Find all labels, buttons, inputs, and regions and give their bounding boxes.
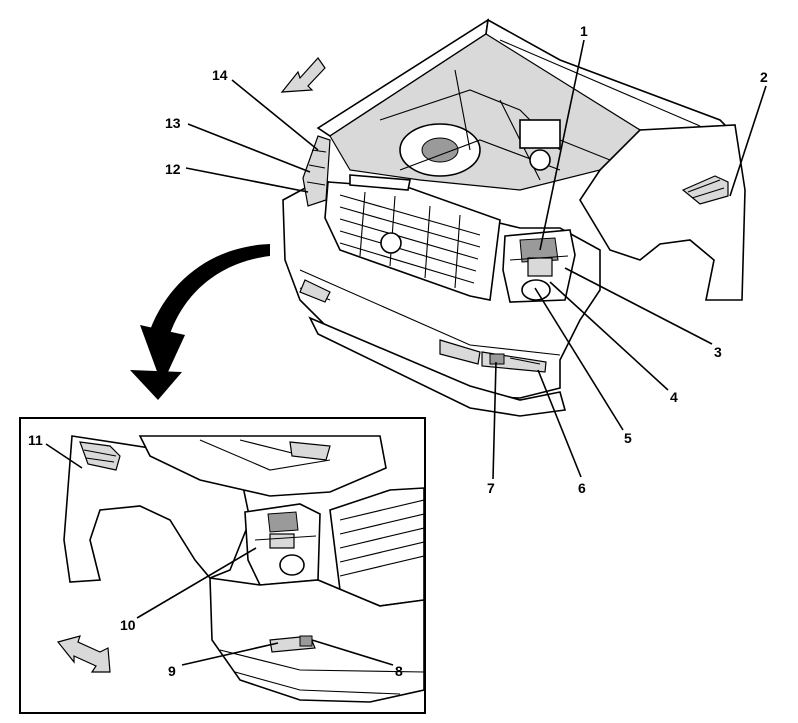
callout-2: 2	[760, 69, 768, 85]
front-direction-arrow	[280, 57, 326, 93]
callout-4: 4	[670, 389, 678, 405]
callout-6: 6	[578, 480, 586, 496]
grille	[324, 174, 501, 301]
leader-13	[187, 123, 311, 173]
leader-5	[534, 287, 624, 431]
right-headlamp-assembly	[502, 229, 576, 303]
right-fog-lamp	[481, 351, 547, 373]
leader-7	[492, 361, 497, 480]
leader-14	[231, 79, 319, 151]
callout-11: 11	[28, 432, 43, 448]
engine-bay	[329, 33, 641, 191]
right-fender	[579, 124, 746, 301]
leader-1	[539, 39, 585, 251]
callout-5: 5	[624, 430, 632, 446]
callout-14: 14	[212, 67, 228, 83]
left-headlamp-assembly	[302, 135, 331, 207]
detail-inset	[19, 417, 426, 714]
leader-lines	[45, 39, 767, 666]
leader-4	[549, 281, 669, 391]
main-vehicle-front-view	[130, 18, 746, 417]
leader-8	[311, 639, 394, 666]
leader-11	[45, 443, 83, 469]
callout-numbers: 1 2 3 4 5 6 7 8 9 10 11 12 13 14	[28, 23, 768, 679]
leader-2	[729, 85, 767, 197]
detail-view-arrow	[130, 244, 270, 400]
callout-1: 1	[580, 23, 588, 39]
callout-9: 9	[168, 663, 176, 679]
callout-12: 12	[165, 161, 181, 177]
callout-13: 13	[165, 115, 181, 131]
leader-6	[537, 369, 582, 478]
leader-9	[181, 642, 279, 666]
leader-12	[185, 167, 309, 193]
callout-7: 7	[487, 480, 495, 496]
callout-3: 3	[714, 344, 722, 360]
callout-10: 10	[120, 617, 136, 633]
leader-3	[564, 267, 713, 345]
leader-10	[136, 547, 257, 619]
callout-8: 8	[395, 663, 403, 679]
